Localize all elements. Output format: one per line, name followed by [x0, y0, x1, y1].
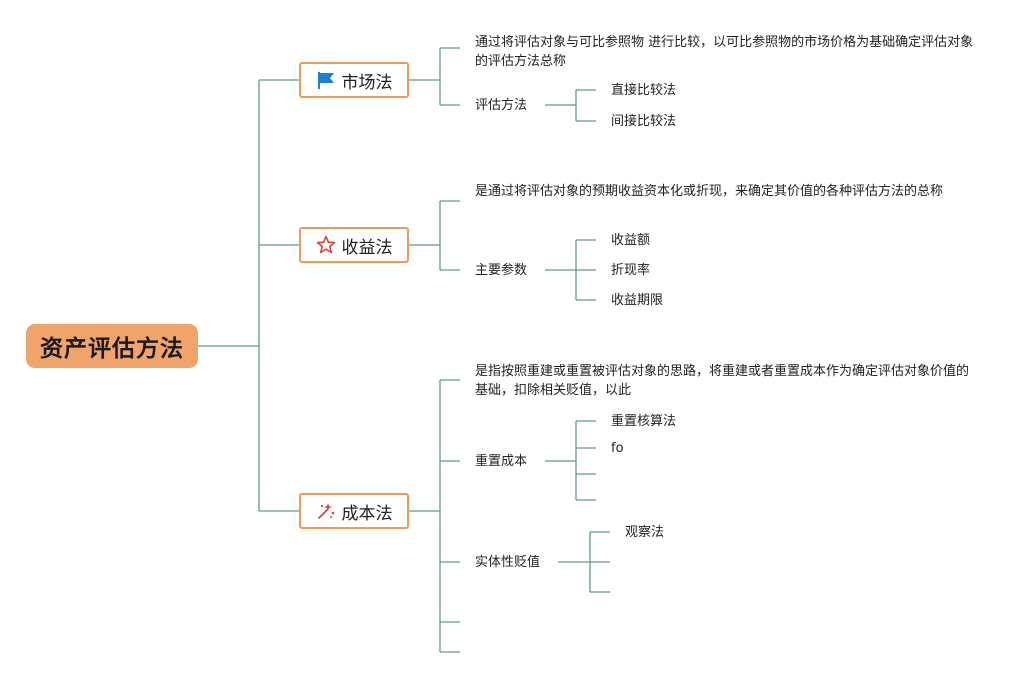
branch-market[interactable]: 市场法	[299, 62, 409, 98]
cost-description: 是指按照重建或重置被评估对象的思路，将重建或者重置成本作为确定评估对象价值的基础…	[475, 364, 970, 398]
root-label: 资产评估方法	[40, 336, 184, 362]
branch-income[interactable]: 收益法	[299, 227, 409, 263]
branch-cost[interactable]: 成本法	[299, 493, 409, 529]
market-sub-label[interactable]: 评估方法	[475, 98, 528, 113]
market-child[interactable]: 直接比较法	[611, 83, 677, 98]
replacement-child[interactable]: fo	[611, 441, 624, 456]
star-icon	[316, 235, 336, 255]
branch-cost-label: 成本法	[341, 503, 393, 524]
branch-income-label: 收益法	[341, 237, 393, 258]
depreciation-label[interactable]: 实体性贬值	[475, 555, 541, 570]
income-child[interactable]: 收益额	[611, 233, 651, 248]
market-description: 通过将评估对象与可比参照物 进行比较，以可比参照物的市场价格为基础确定评估对象的…	[475, 35, 974, 69]
replacement-cost-label[interactable]: 重置成本	[475, 454, 528, 469]
branch-market-label: 市场法	[341, 72, 393, 93]
income-child[interactable]: 收益期限	[611, 293, 664, 308]
replacement-child[interactable]: 重置核算法	[611, 414, 677, 429]
root-node[interactable]: 资产评估方法	[26, 324, 198, 368]
income-sub-label[interactable]: 主要参数	[475, 263, 528, 278]
market-child[interactable]: 间接比较法	[611, 114, 677, 129]
depreciation-child[interactable]: 观察法	[625, 525, 665, 540]
sparkle-icon	[316, 501, 336, 521]
flag-icon	[316, 70, 336, 90]
income-child[interactable]: 折现率	[611, 263, 651, 278]
income-description: 是通过将评估对象的预期收益资本化或折现，来确定其价值的各种评估方法的总称	[475, 184, 944, 199]
